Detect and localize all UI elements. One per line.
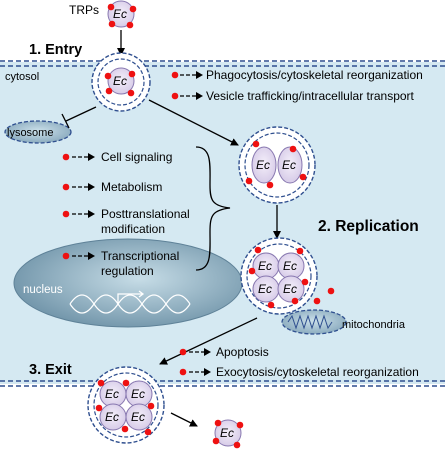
svg-text:Posttranslational: Posttranslational: [101, 207, 190, 221]
replication-process-cell-signaling: Cell signaling: [62, 150, 172, 164]
svg-text:Ec: Ec: [258, 259, 272, 273]
ec-bacterium-free: Ec: [107, 0, 137, 29]
exit-process-apoptosis: Apoptosis: [179, 345, 269, 359]
svg-text:Ec: Ec: [131, 410, 145, 424]
stage-replication-label: 2. Replication: [318, 218, 419, 235]
svg-text:modification: modification: [101, 222, 165, 236]
svg-text:Phagocytosis/cytoskeletal reor: Phagocytosis/cytoskeletal reorganization: [206, 68, 423, 82]
nucleus-label: nucleus: [23, 284, 63, 296]
svg-text:Metabolism: Metabolism: [101, 180, 162, 194]
transcription-arrow-icon: [117, 290, 145, 304]
svg-text:Ec: Ec: [283, 282, 297, 296]
svg-text:Cell signaling: Cell signaling: [101, 150, 172, 164]
trps-label: TRPs: [69, 3, 99, 17]
cytosol-region: [0, 62, 445, 384]
mitochondria-cristae-icon: [287, 314, 333, 330]
svg-text:Ec: Ec: [282, 158, 296, 172]
svg-text:regulation: regulation: [101, 264, 154, 278]
entry-process-2: Vesicle trafficking/intracellular transp…: [171, 89, 415, 103]
svg-text:Ec: Ec: [258, 282, 272, 296]
mitochondria-label: mitochondria: [342, 319, 406, 331]
replication-process-metabolism: Metabolism: [62, 180, 162, 194]
svg-text:Vesicle trafficking/intracellu: Vesicle trafficking/intracellular transp…: [206, 89, 415, 103]
plasma-membrane-top: [0, 60, 445, 67]
replication-vacuole-early: Ec Ec: [238, 126, 316, 204]
svg-text:Ec: Ec: [113, 7, 127, 21]
entry-process-1: Phagocytosis/cytoskeletal reorganization: [171, 68, 423, 82]
replication-process-transcriptional: Transcriptional regulation: [62, 249, 179, 278]
svg-text:Ec: Ec: [113, 74, 127, 88]
svg-text:Ec: Ec: [131, 387, 145, 401]
dna-strand-icon: [69, 294, 191, 314]
secreted-trp: [327, 287, 335, 295]
svg-text:Apoptosis: Apoptosis: [216, 345, 269, 359]
secreted-trp: [313, 297, 321, 305]
svg-text:Ec: Ec: [283, 259, 297, 273]
stage-entry-label: 1. Entry: [29, 42, 82, 58]
arrow-to-replication: [148, 99, 239, 146]
plasma-membrane-bottom: [0, 380, 445, 387]
release-arrow: [170, 412, 198, 427]
entry-vacuole: Ec: [91, 52, 151, 112]
exit-process-exocytosis: Exocytosis/cytoskeletal reorganization: [179, 365, 419, 379]
svg-text:Ec: Ec: [220, 426, 234, 440]
replication-process-posttranslational: Posttranslational modification: [62, 207, 190, 236]
arrow-to-exit: [159, 317, 258, 365]
lysosome-inhibition-line: [61, 106, 97, 129]
exit-vacuole: Ec Ec Ec Ec: [87, 366, 165, 444]
cytosol-label: cytosol: [5, 71, 39, 83]
lysosome-label: lysosome: [7, 127, 53, 139]
lysosome: [4, 120, 72, 144]
ec-bacterium-released: Ec: [212, 419, 244, 449]
replication-vacuole-late: Ec Ec Ec Ec: [240, 237, 318, 315]
svg-text:Exocytosis/cytoskeletal reorga: Exocytosis/cytoskeletal reorganization: [216, 365, 419, 379]
replication-brace: [195, 146, 231, 271]
svg-text:Ec: Ec: [256, 158, 270, 172]
svg-text:Ec: Ec: [105, 410, 119, 424]
svg-text:Ec: Ec: [105, 387, 119, 401]
stage-exit-label: 3. Exit: [29, 362, 72, 378]
svg-text:Transcriptional: Transcriptional: [101, 249, 179, 263]
